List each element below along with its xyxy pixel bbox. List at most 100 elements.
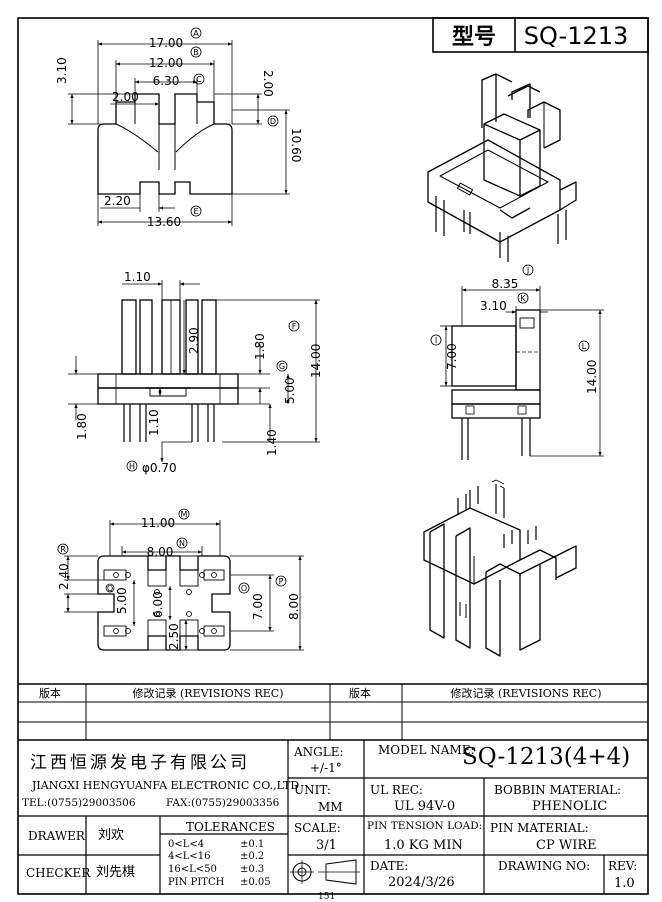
front-view-labels: 1.10 2.90 1.80 14.00 5.00 1.80 1.10 1.40… <box>75 270 323 475</box>
rev-label: REV: <box>608 859 638 873</box>
front-view-markers: F G H <box>126 320 300 472</box>
marker-p: P <box>279 577 284 586</box>
dim-8-35: 8.35 <box>492 277 519 291</box>
marker-g: G <box>279 362 285 371</box>
ul-label: UL REC: <box>370 783 423 797</box>
rev-value: 1.0 <box>614 876 635 891</box>
dim-14-00-side: 14.00 <box>585 360 599 394</box>
title-block-grid <box>18 740 648 894</box>
dim-6-00: 6.00 <box>151 591 165 618</box>
dim-1-10-bottom: 1.10 <box>147 409 161 436</box>
drawer-value: 刘欢 <box>98 828 125 843</box>
dim-10-60: 10.60 <box>289 128 303 162</box>
marker-f: F <box>292 322 297 331</box>
date-label: DATE: <box>370 859 409 873</box>
rev-col-record: 修改记录 (REVISIONS REC) <box>133 686 284 700</box>
dim-3-10-side: 3.10 <box>480 299 507 313</box>
dim-7-00-side: 7.00 <box>445 343 459 370</box>
drawing-no-label: DRAWING NO: <box>498 859 591 873</box>
marker-r: R <box>60 545 66 554</box>
company-tel: TEL:(0755)29003506 <box>22 797 136 809</box>
dim-1-80-left: 1.80 <box>75 413 89 440</box>
marker-b: B <box>193 48 199 57</box>
company-fax: FAX:(0755)29003356 <box>166 797 280 809</box>
dim-pin-diameter: φ0.70 <box>142 461 177 475</box>
model-header-label: 型号 <box>452 25 496 50</box>
dim-5-00-bottom: 5.00 <box>115 587 129 614</box>
dim-3-10: 3.10 <box>55 57 69 84</box>
scale-value: 3/1 <box>316 838 337 853</box>
stray-mark: 151 <box>318 892 336 902</box>
marker-n: N <box>179 539 185 548</box>
bottom-view-labels: 11.00 8.00 2.40 5.00 6.00 2.50 7.00 8.00 <box>57 516 301 650</box>
front-view <box>68 280 320 462</box>
dim-8-00-right: 8.00 <box>287 593 301 620</box>
dim-17-00: 17.00 <box>149 36 183 50</box>
top-view-labels: 17.00 12.00 6.30 2.00 2.00 3.10 10.60 2.… <box>55 36 303 229</box>
side-view <box>440 286 604 460</box>
date-value: 2024/3/26 <box>388 875 455 890</box>
marker-c: C <box>196 75 202 84</box>
dim-2-00-left: 2.00 <box>112 90 139 104</box>
top-view-markers: A B C D E <box>190 27 279 217</box>
marker-a: A <box>193 29 199 38</box>
sheet-frame <box>17 17 649 895</box>
pin-tension-value: 1.0 KG MIN <box>384 838 463 853</box>
checker-value: 刘先棋 <box>96 865 136 880</box>
isometric-view-top <box>427 73 577 262</box>
tol-range-2: 16<L<50 <box>168 864 217 875</box>
marker-j: J <box>526 266 529 275</box>
marker-m: M <box>181 510 188 519</box>
side-view-markers: J K I L <box>430 264 590 352</box>
scale-label: SCALE: <box>294 821 341 835</box>
marker-i: I <box>435 336 437 345</box>
model-header-value: SQ-1213 <box>524 22 629 50</box>
tol-value-2: ±0.3 <box>240 864 265 875</box>
tol-value-3: ±0.05 <box>240 877 271 888</box>
model-name-label: MODEL NAME: <box>378 743 475 757</box>
dim-1-40: 1.40 <box>265 429 279 456</box>
checker-label: CHECKER <box>26 866 91 880</box>
drawer-label: DRAWER <box>28 829 85 843</box>
marker-k: K <box>520 294 526 303</box>
bottom-view <box>64 520 304 651</box>
dim-11-00: 11.00 <box>141 516 175 530</box>
isometric-view-bottom <box>423 479 577 657</box>
pin-tension-label: PIN TENSION LOAD: <box>367 820 483 832</box>
top-view <box>68 40 290 226</box>
top-view-outline <box>97 93 233 195</box>
bobbin-material-value: PHENOLIC <box>532 799 608 814</box>
side-view-labels: 8.35 3.10 7.00 14.00 <box>445 277 599 394</box>
dim-2-50: 2.50 <box>167 623 181 650</box>
rev-col-version-2: 版本 <box>349 686 371 700</box>
tol-value-0: ±0.1 <box>240 839 265 850</box>
company-name-cn: 江西恒源发电子有限公司 <box>30 753 250 773</box>
unit-value: MM <box>318 800 343 814</box>
dim-2-20: 2.20 <box>104 194 131 208</box>
pin-material-label: PIN MATERIAL: <box>490 821 589 835</box>
dim-2-40: 2.40 <box>57 563 71 590</box>
dim-7-00-bottom: 7.00 <box>251 593 265 620</box>
marker-l: L <box>582 342 587 351</box>
marker-d: D <box>270 117 276 126</box>
rev-col-record-2: 修改记录 (REVISIONS REC) <box>451 686 602 700</box>
company-name-en: JIANGXI HENGYUANFA ELECTRONIC CO.,LTD <box>32 779 300 792</box>
bottom-view-markers: M N R Q O P <box>57 508 287 594</box>
tol-range-1: 4<L<16 <box>168 851 211 862</box>
dim-12-00: 12.00 <box>149 56 183 70</box>
marker-e: E <box>193 207 198 216</box>
tol-range-3: PIN PITCH <box>168 877 225 888</box>
dim-5-00-front: 5.00 <box>283 377 297 404</box>
model-header: 型号 SQ-1213 <box>432 17 649 53</box>
dim-6-30: 6.30 <box>153 74 180 88</box>
model-name-value: SQ-1213(4+4) <box>462 744 631 770</box>
marker-o: O <box>241 584 247 593</box>
dim-1-10-top: 1.10 <box>124 270 151 284</box>
tol-range-0: 0<L<4 <box>168 839 205 850</box>
dim-13-60: 13.60 <box>147 215 181 229</box>
pin-material-value: CP WIRE <box>536 838 597 853</box>
angle-label: ANGLE: <box>294 745 344 759</box>
tolerances-label: TOLERANCES <box>186 820 275 834</box>
rev-col-version: 版本 <box>39 686 61 700</box>
